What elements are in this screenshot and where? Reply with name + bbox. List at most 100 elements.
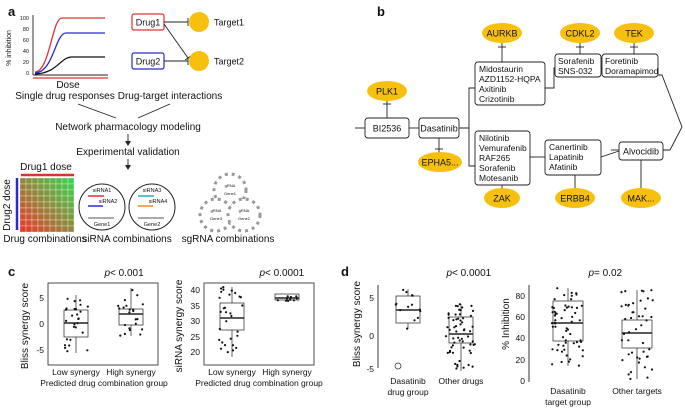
data-point — [462, 366, 465, 369]
sgrna-diagram: gRNA Gene1 gRNA Gene3 gRNA Gene2 sgRNA c… — [182, 172, 274, 245]
heatmap-cell — [43, 195, 51, 203]
data-point — [231, 344, 235, 347]
data-point — [295, 295, 298, 298]
arrow-head — [125, 141, 131, 146]
heatmap-cell — [55, 207, 63, 215]
data-point — [286, 295, 289, 298]
heatmap-cell — [31, 201, 39, 209]
drug-name: Nilotinib — [479, 133, 510, 143]
box-high — [118, 308, 144, 326]
data-point — [466, 335, 470, 338]
data-point — [632, 302, 635, 305]
data-point — [471, 340, 474, 343]
target-label: MAK... — [627, 194, 654, 204]
data-point — [218, 296, 221, 299]
heatmap-cell — [19, 207, 27, 215]
target-label: AURKB — [486, 29, 517, 39]
data-point — [276, 299, 279, 302]
data-point — [410, 303, 414, 306]
drug-group-1 — [474, 61, 546, 106]
heatmap-cell — [49, 177, 57, 185]
p-symbol: p — [445, 268, 452, 279]
data-point — [458, 359, 461, 363]
data-point — [221, 341, 224, 344]
data-point — [66, 350, 69, 353]
data-point — [64, 346, 67, 349]
panel-label-d: d — [341, 264, 349, 279]
heatmap-cell — [67, 213, 75, 221]
data-point — [292, 299, 295, 302]
heatmap-cell — [37, 177, 45, 185]
data-point — [287, 299, 290, 302]
data-point — [471, 309, 475, 312]
heatmap-cell — [61, 195, 69, 203]
target-cdkl2 — [560, 23, 600, 43]
c2-frame — [203, 282, 315, 366]
data-point — [125, 304, 128, 307]
inhibit-line — [163, 23, 189, 59]
data-point — [65, 319, 68, 322]
heatmap-cell — [37, 213, 45, 221]
data-point — [637, 315, 641, 318]
data-point — [76, 313, 79, 316]
data-point — [86, 305, 89, 308]
data-point — [575, 306, 579, 309]
data-point — [469, 351, 472, 355]
heatmap-cell — [37, 189, 45, 197]
data-point — [560, 317, 563, 320]
data-point — [463, 328, 466, 331]
heatmap-cell — [61, 183, 69, 191]
data-point — [637, 361, 641, 364]
sirna-diagram: siRNA1 siRNA2 Gene1 siRNA3 siRNA4 Gene2 … — [78, 183, 176, 245]
heatmap-cell — [43, 225, 51, 233]
data-point — [458, 313, 461, 316]
dose-response-ytick: 20 — [23, 60, 29, 66]
drug-group-2 — [554, 53, 602, 78]
data-point — [136, 294, 139, 297]
data-point — [574, 311, 577, 315]
boxplot-c1: p < 0.001 Bliss synergy score -5 0 5 Low… — [20, 268, 168, 388]
data-point — [553, 314, 557, 317]
data-point — [554, 319, 557, 322]
dose-response-ytick: 80 — [23, 27, 29, 33]
data-point — [76, 322, 79, 325]
edge — [630, 74, 683, 128]
d2-group-label: Other targets — [612, 386, 662, 396]
data-point — [567, 360, 571, 363]
data-point — [628, 331, 631, 334]
data-point — [141, 328, 144, 331]
c1-ytick: -5 — [36, 345, 44, 355]
data-point — [468, 349, 471, 352]
drug-name: Afatinib — [549, 162, 578, 172]
data-point — [578, 345, 581, 348]
grna-label: gRNA — [225, 183, 236, 188]
panel-label-a: a — [8, 4, 16, 19]
data-point — [561, 336, 565, 339]
heatmap-cell — [37, 225, 45, 233]
data-point — [455, 367, 458, 370]
data-point — [627, 339, 630, 342]
data-point — [554, 312, 557, 315]
heatmap-cell — [61, 201, 69, 209]
heatmap-cell — [25, 183, 33, 191]
data-point — [646, 376, 649, 379]
target-mak — [621, 188, 661, 208]
dti-label: Drug-target interactions — [118, 91, 223, 102]
data-point — [225, 320, 228, 323]
data-point — [128, 308, 131, 311]
c1-group-label: High synergy — [106, 367, 156, 377]
data-point — [119, 334, 122, 337]
data-point — [452, 319, 455, 322]
data-point — [469, 314, 472, 317]
dose-response-ytick: 100 — [20, 16, 29, 22]
c2-points — [218, 286, 298, 354]
d1-ylabel: Bliss synergy score — [352, 280, 363, 367]
data-point — [564, 339, 567, 342]
data-point — [634, 328, 638, 331]
data-point — [461, 340, 464, 343]
edge — [459, 87, 475, 129]
target-plk1 — [367, 81, 407, 101]
data-point — [564, 304, 567, 307]
drug-combination-heatmap: Drug1 dose Drug2 dose Drug combinations — [2, 162, 87, 245]
edge — [663, 126, 683, 151]
